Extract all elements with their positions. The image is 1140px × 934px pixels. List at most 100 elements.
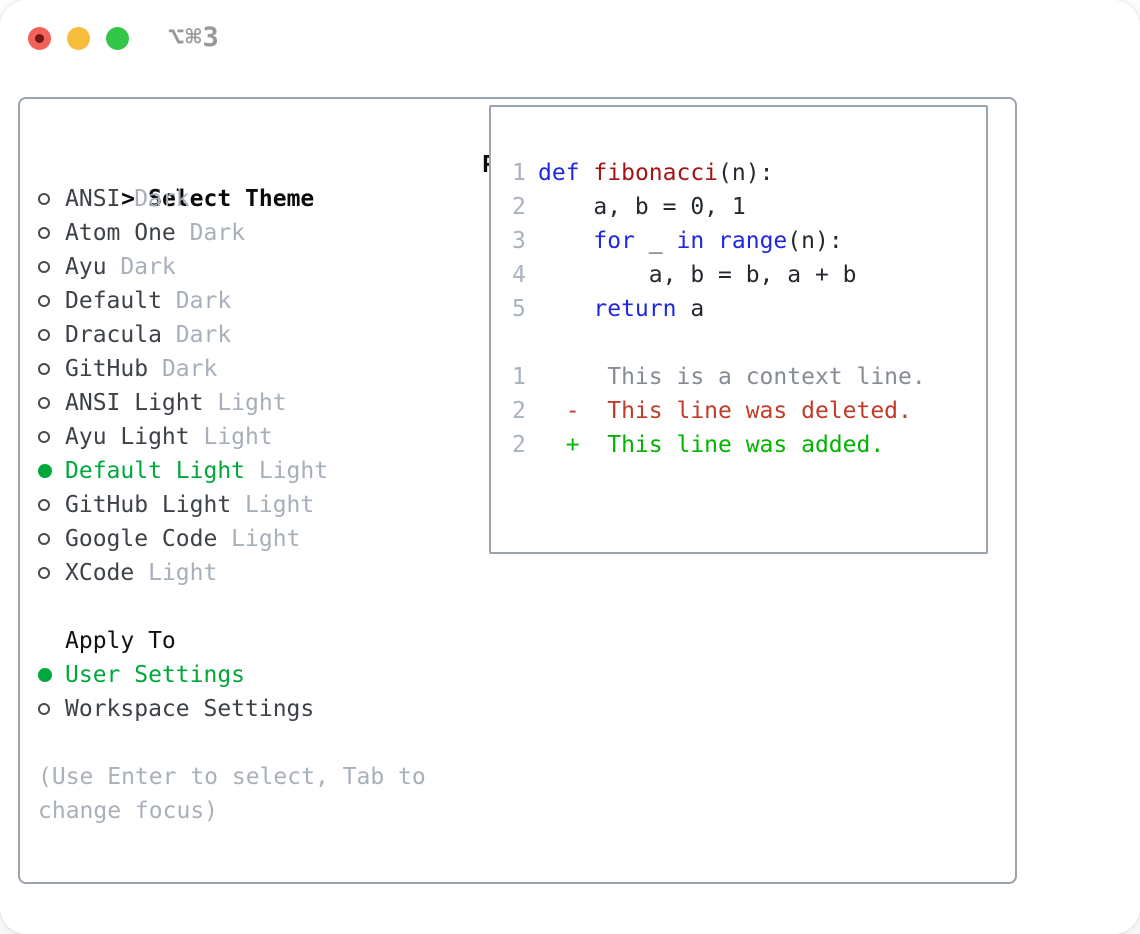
window-shortcut-label: ⌥⌘3	[168, 22, 220, 53]
theme-option[interactable]: Ayu Light Light	[38, 420, 478, 454]
code-segment-keyword: return	[593, 296, 677, 322]
preview-line: 3 for _ in range(n):	[512, 224, 986, 258]
theme-option-label: XCode	[65, 560, 135, 586]
code-segment-context: This is a context line.	[538, 364, 926, 390]
help-text-line: change focus)	[38, 798, 219, 824]
theme-option[interactable]: Google Code Light	[38, 522, 478, 556]
code-segment-function: fibonacci	[593, 160, 719, 186]
theme-variant-label: Dark	[161, 288, 232, 314]
zoom-button[interactable]	[106, 27, 129, 50]
theme-option[interactable]: ANSI Light Light	[38, 386, 478, 420]
radio-unselected-icon	[38, 295, 50, 307]
theme-option-label: GitHub Light	[65, 492, 232, 518]
theme-option[interactable]: ANSI Dark	[38, 182, 478, 216]
radio-unselected-icon	[38, 499, 50, 511]
code-segment-plain	[538, 224, 593, 258]
line-number: 1	[512, 160, 526, 186]
theme-variant-label: Light	[134, 560, 218, 586]
theme-option[interactable]: Dracula Dark	[38, 318, 478, 352]
radio-unselected-icon	[38, 533, 50, 545]
radio-unselected-icon	[38, 329, 50, 341]
line-number: 4	[512, 262, 526, 288]
theme-option-label: Google Code	[65, 526, 218, 552]
theme-option[interactable]: GitHub Light Light	[38, 488, 478, 522]
code-segment-plain	[538, 292, 593, 326]
theme-option[interactable]: Ayu Dark	[38, 250, 478, 284]
preview-line: 1 def fibonacci(n):	[512, 156, 986, 190]
spacer	[38, 590, 478, 624]
theme-variant-label: Light	[217, 526, 301, 552]
close-button[interactable]	[28, 27, 51, 50]
line-number: 2	[512, 432, 526, 458]
code-segment-keyword: in	[676, 228, 705, 254]
preview-line: 2 + This line was added.	[512, 428, 986, 462]
theme-variant-label: Dark	[148, 356, 218, 382]
line-number: 5	[512, 296, 526, 322]
theme-option-label: Atom One	[65, 220, 176, 246]
theme-option[interactable]: Atom One Dark	[38, 216, 478, 250]
prompt-icon: >	[121, 186, 135, 212]
theme-option[interactable]: Default Light Light	[38, 454, 478, 488]
code-segment-plain: a	[676, 296, 705, 322]
radio-unselected-icon	[38, 261, 50, 273]
theme-option-label: ANSI	[65, 186, 121, 212]
code-segment-added: + This line was added.	[538, 432, 885, 458]
apply-option-label: Workspace Settings	[65, 696, 315, 722]
help-text-line: (Use Enter to select, Tab to	[38, 764, 426, 790]
code-segment-plain: a, b = 0, 1	[538, 194, 746, 220]
code-segment-keyword: for	[593, 228, 635, 254]
preview-line: 5 return a	[512, 292, 986, 326]
apply-option[interactable]: User Settings	[38, 658, 478, 692]
select-theme-title-label: Select Theme	[148, 186, 315, 212]
apply-option[interactable]: Workspace Settings	[38, 692, 478, 726]
preview-line	[512, 326, 986, 360]
line-number: 2	[512, 194, 526, 220]
theme-variant-label: Dark	[175, 220, 246, 246]
unsaved-changes-dot-icon	[35, 34, 44, 43]
theme-option[interactable]: GitHub Dark	[38, 352, 478, 386]
theme-variant-label: Light	[203, 390, 287, 416]
theme-option-label: ANSI Light	[65, 390, 204, 416]
select-theme-title: > Select Theme	[38, 148, 478, 212]
code-segment-plain	[704, 224, 718, 258]
code-segment-plain: a, b = b, a + b	[538, 262, 857, 288]
theme-option-label: Ayu	[65, 254, 107, 280]
theme-option-label: Ayu Light	[65, 424, 190, 450]
theme-variant-label: Dark	[120, 186, 190, 212]
apply-option-label: User Settings	[65, 662, 246, 688]
code-segment-keyword: range	[718, 228, 788, 254]
code-segment-keyword: def	[538, 160, 580, 186]
preview-line: 4 a, b = b, a + b	[512, 258, 986, 292]
minimize-button[interactable]	[67, 27, 90, 50]
line-number: 2	[512, 398, 526, 424]
theme-option[interactable]: Default Dark	[38, 284, 478, 318]
radio-selected-icon	[38, 464, 52, 478]
radio-unselected-icon	[38, 567, 50, 579]
radio-unselected-icon	[38, 363, 50, 375]
radio-unselected-icon	[38, 193, 50, 205]
code-segment-plain: (n):	[718, 160, 774, 186]
line-number: 3	[512, 228, 526, 254]
theme-variant-label: Light	[189, 424, 273, 450]
theme-variant-label: Light	[231, 492, 315, 518]
radio-unselected-icon	[38, 703, 50, 715]
code-segment-plain: _	[634, 228, 677, 254]
theme-option-label: GitHub	[65, 356, 149, 382]
preview-line: 2 - This line was deleted.	[512, 394, 986, 428]
theme-option-label: Default	[65, 288, 162, 314]
line-number	[512, 326, 538, 360]
radio-unselected-icon	[38, 227, 50, 239]
radio-selected-icon	[38, 668, 52, 682]
theme-variant-label: Light	[245, 458, 329, 484]
theme-option[interactable]: XCode Light	[38, 556, 478, 590]
theme-option-label: Default Light	[65, 458, 246, 484]
spacer	[38, 726, 478, 760]
radio-unselected-icon	[38, 397, 50, 409]
preview-line: 1 This is a context line.	[512, 360, 986, 394]
code-segment-plain: (n):	[787, 228, 843, 254]
titlebar: ⌥⌘3	[0, 0, 1140, 76]
